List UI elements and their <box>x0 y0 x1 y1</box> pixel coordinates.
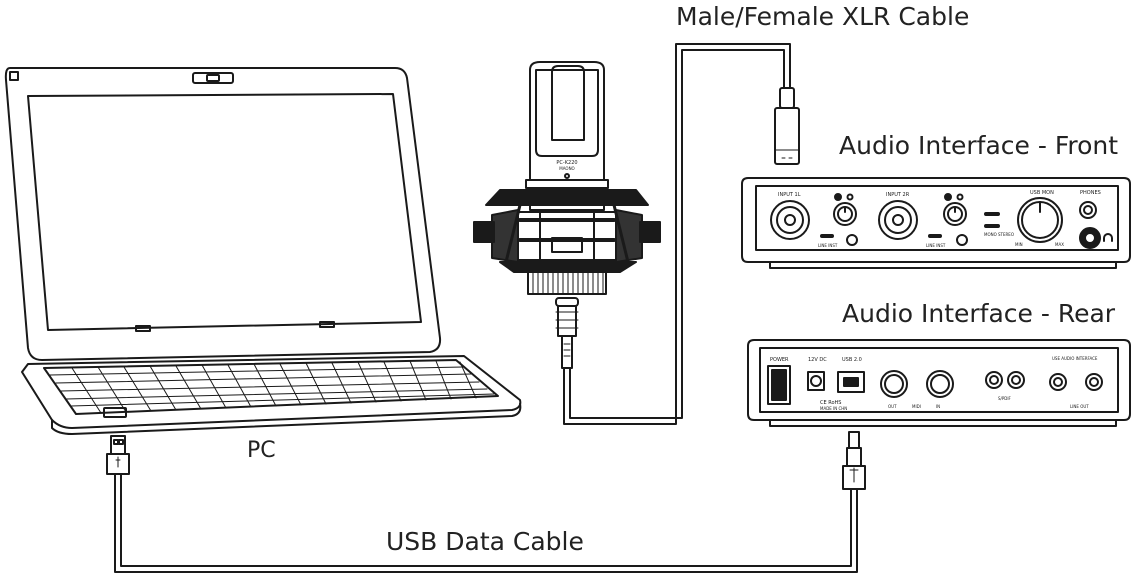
xlr-connector-icon <box>555 297 579 369</box>
svg-text:12V DC: 12V DC <box>808 357 827 363</box>
svg-text:PC-K220: PC-K220 <box>556 160 577 166</box>
audio-interface-front-icon: INPUT 1L LINE INST INPUT 2R LINE INST MO… <box>741 177 1131 269</box>
svg-text:LINE OUT: LINE OUT <box>1070 404 1089 409</box>
interface-front-label: Audio Interface - Front <box>839 131 1119 160</box>
svg-text:MAONO: MAONO <box>559 166 574 171</box>
svg-text:MAX: MAX <box>1055 242 1064 247</box>
svg-text:USE AUDIO INTERFACE: USE AUDIO INTERFACE <box>1052 356 1098 361</box>
svg-text:POWER: POWER <box>770 357 789 363</box>
xlr-cable-label: Male/Female XLR Cable <box>676 2 970 31</box>
svg-text:LINE INST: LINE INST <box>818 243 838 248</box>
usb-a-connector-icon <box>106 435 130 475</box>
audio-interface-rear-icon: POWER 12V DC USB 2.0 CE RoHS MADE IN CHN… <box>747 339 1131 427</box>
svg-text:MADE IN CHN: MADE IN CHN <box>820 406 847 411</box>
usb-cable-label: USB Data Cable <box>386 527 584 556</box>
svg-text:S/PDIF: S/PDIF <box>998 396 1012 401</box>
svg-text:INPUT 2R: INPUT 2R <box>886 192 910 198</box>
interface-rear-label: Audio Interface - Rear <box>842 299 1116 328</box>
svg-text:PHONES: PHONES <box>1080 190 1101 196</box>
svg-text:USB 2.0: USB 2.0 <box>842 357 862 363</box>
svg-text:IN: IN <box>936 404 940 409</box>
usb-data-cable <box>106 431 866 573</box>
svg-text:INPUT 1L: INPUT 1L <box>778 192 801 198</box>
svg-text:USB MON: USB MON <box>1030 190 1054 196</box>
svg-text:MONO STEREO: MONO STEREO <box>984 232 1014 237</box>
svg-text:MIDI: MIDI <box>912 404 921 409</box>
shock-mount-icon <box>473 189 661 273</box>
svg-text:CE RoHS: CE RoHS <box>820 400 841 406</box>
pc-label: PC <box>247 438 276 463</box>
svg-text:OUT: OUT <box>888 404 897 409</box>
xlr-cable <box>563 43 800 425</box>
laptop-icon <box>4 67 522 435</box>
usb-b-connector-icon <box>842 431 866 490</box>
svg-text:MIN: MIN <box>1015 242 1023 247</box>
svg-text:LINE INST: LINE INST <box>926 243 946 248</box>
